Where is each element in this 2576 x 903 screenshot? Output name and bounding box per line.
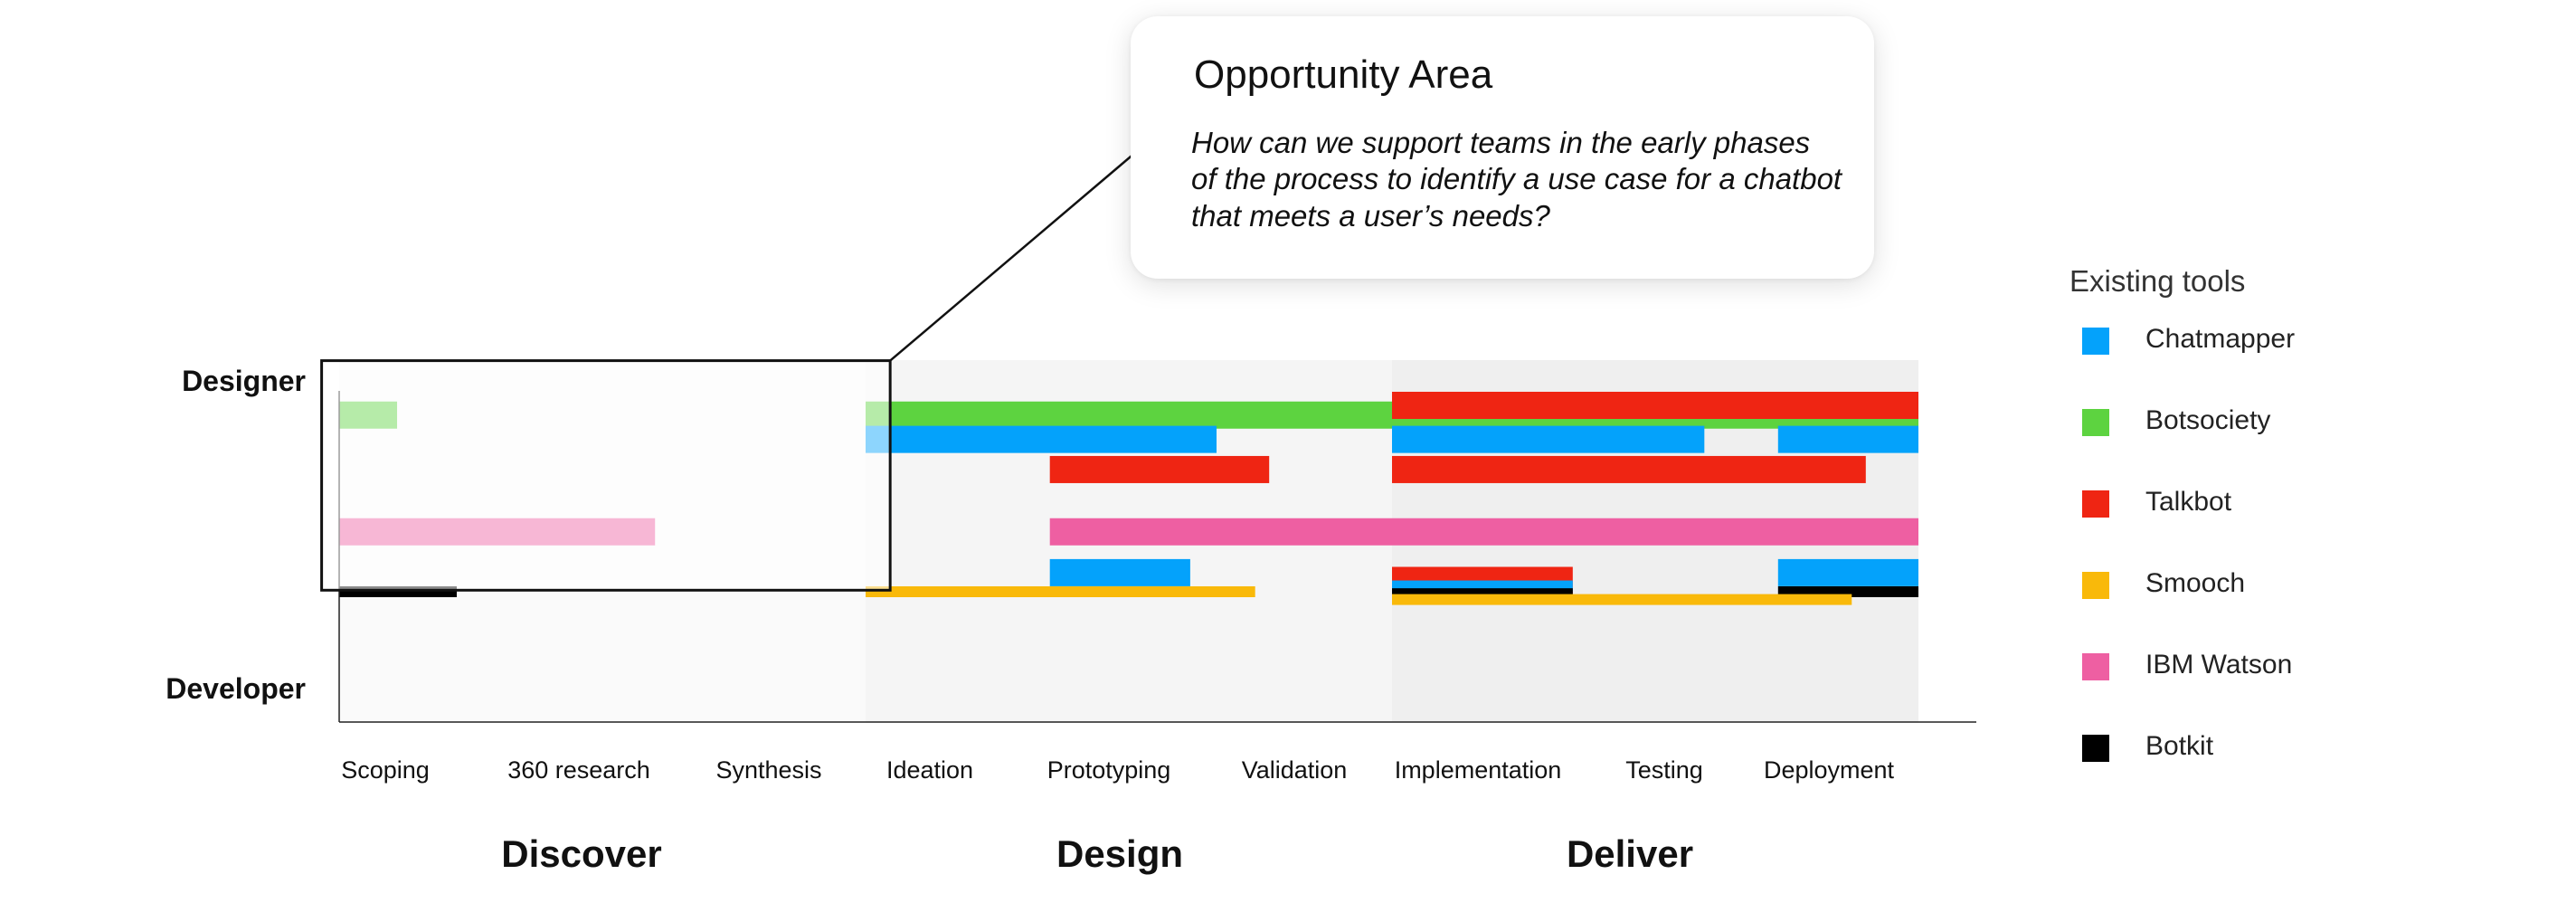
legend-item-botsociety: Botsociety	[2069, 404, 2270, 485]
x-tick-label: Deployment	[1764, 756, 1895, 784]
bar-smooch	[866, 586, 1255, 597]
bar-smooch	[1392, 594, 1852, 605]
talkbot-swatch-icon	[2082, 490, 2109, 518]
bar-talkbot	[1049, 455, 1270, 483]
y-label-developer: Developer	[166, 672, 306, 705]
smooch-swatch-icon	[2082, 572, 2109, 599]
legend-label: Botkit	[2145, 731, 2214, 761]
x-tick-label: Validation	[1242, 756, 1348, 784]
x-tick-label: Scoping	[341, 756, 430, 784]
phase-label-deliver: Deliver	[1567, 832, 1693, 875]
opportunity-highlight-box	[320, 359, 892, 592]
botkit-swatch-icon	[2082, 735, 2109, 762]
legend-label: IBM Watson	[2145, 650, 2293, 680]
legend-label: Botsociety	[2145, 405, 2271, 435]
legend-title: Existing tools	[2069, 264, 2246, 298]
legend-item-botkit: Botkit	[2069, 729, 2245, 811]
ibm-watson-swatch-icon	[2082, 653, 2109, 680]
x-tick-label: 360 research	[507, 756, 650, 784]
callout-leader-line	[889, 151, 1137, 362]
bar-talkbot	[1392, 392, 1918, 419]
phase-label-design: Design	[1056, 832, 1183, 875]
x-tick-label: Testing	[1625, 756, 1703, 784]
callout-body: How can we support teams in the early ph…	[1191, 126, 1842, 233]
x-tick-label: Synthesis	[715, 756, 821, 784]
bar-chatmapper	[1777, 425, 1918, 453]
legend: Existing tools Chatmapper Botsociety Tal…	[2069, 264, 2295, 811]
phase-label-discover: Discover	[501, 832, 661, 875]
x-tick-label: Implementation	[1395, 756, 1562, 784]
y-label-designer: Designer	[182, 365, 306, 397]
x-tick-label: Ideation	[886, 756, 973, 784]
legend-item-talkbot: Talkbot	[2069, 485, 2245, 566]
bar-chatmapper	[1392, 425, 1705, 453]
chatmapper-swatch-icon	[2082, 328, 2109, 355]
legend-item-chatmapper: Chatmapper	[2069, 322, 2295, 404]
bar-chatmapper	[1049, 558, 1190, 586]
botsociety-swatch-icon	[2082, 409, 2109, 436]
bar-chatmapper	[866, 425, 1217, 453]
bar-chatmapper	[1777, 558, 1918, 586]
opportunity-area-callout: Opportunity Area How can we support team…	[1131, 16, 1874, 279]
legend-label: Smooch	[2145, 568, 2246, 598]
bar-ibm-watson	[1049, 518, 1918, 546]
bar-talkbot	[1392, 455, 1866, 483]
legend-label: Chatmapper	[2145, 324, 2296, 354]
legend-item-ibm-watson: IBM Watson	[2069, 648, 2292, 729]
legend-item-smooch: Smooch	[2069, 566, 2245, 648]
callout-title: Opportunity Area	[1194, 52, 1493, 97]
legend-label: Talkbot	[2145, 487, 2232, 517]
x-tick-label: Prototyping	[1047, 756, 1171, 784]
